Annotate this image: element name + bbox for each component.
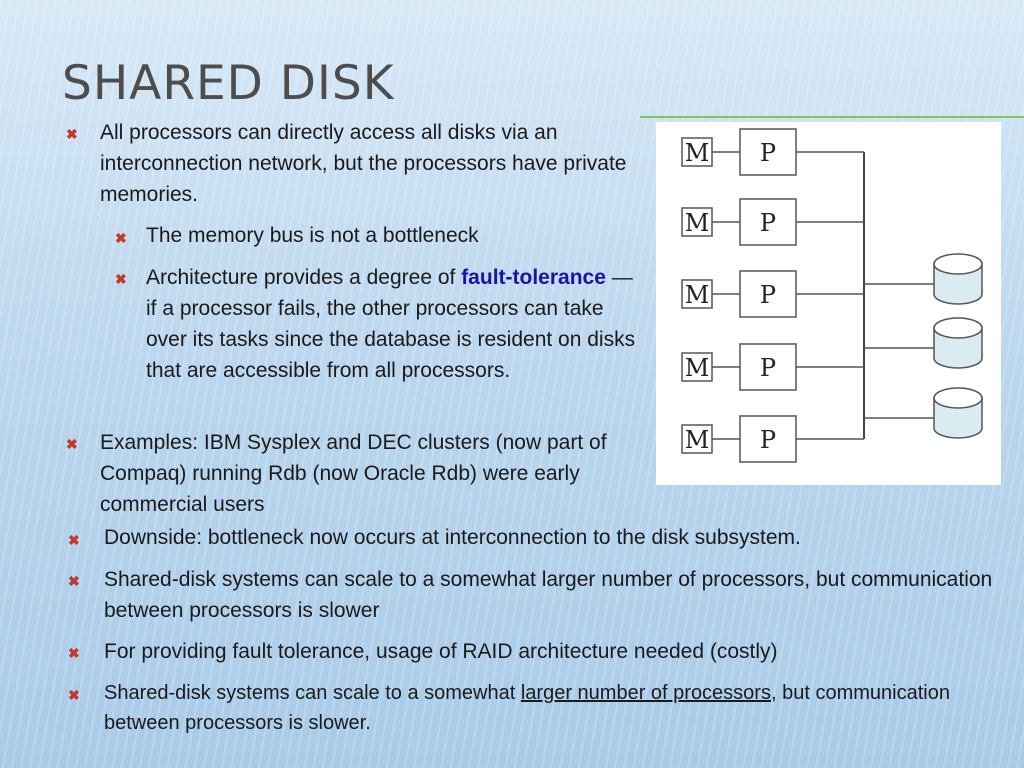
disk-body	[933, 263, 983, 305]
processor-box	[739, 198, 797, 246]
sub-bullet-item: Architecture provides a degree of fault-…	[146, 262, 646, 386]
disk-body	[933, 397, 983, 439]
memory-box	[681, 137, 713, 167]
x-mark-icon: ✖	[115, 230, 127, 246]
memory-label: M	[685, 139, 710, 167]
disk-body	[933, 327, 983, 369]
slide-title: Shared Disk	[62, 56, 395, 111]
bullet-item: All processors can directly access all d…	[100, 117, 640, 210]
bullet-text: The memory bus is not a bottleneck	[146, 224, 479, 247]
x-mark-icon: ✖	[66, 126, 78, 142]
title-accent-rule	[640, 116, 1024, 118]
x-mark-icon: ✖	[68, 687, 80, 703]
bullet-text-after: , but communication between processors i…	[104, 682, 950, 734]
memory-label: M	[685, 426, 710, 454]
x-mark-icon: ✖	[68, 645, 80, 661]
memory-label: M	[685, 209, 710, 237]
shared-disk-diagram: M P M P M P M P M P	[656, 122, 1001, 485]
x-mark-icon: ✖	[68, 532, 80, 548]
bullet-item: Downside: bottleneck now occurs at inter…	[104, 522, 1004, 553]
bullet-text: For providing fault tolerance, usage of …	[104, 640, 778, 663]
disk-top	[933, 317, 983, 339]
processor-label: P	[760, 281, 776, 309]
bullet-text-after: — if a processor fails, the other proces…	[146, 266, 636, 382]
bullet-item: Shared-disk systems can scale to a somew…	[104, 564, 1004, 626]
bullet-text: Downside: bottleneck now occurs at inter…	[104, 526, 801, 549]
bullet-item: For providing fault tolerance, usage of …	[104, 636, 1004, 667]
sub-bullet-item: The memory bus is not a bottleneck	[146, 220, 646, 251]
memory-label: M	[685, 354, 710, 382]
x-mark-icon: ✖	[66, 436, 78, 452]
processor-box	[739, 270, 797, 318]
bullet-item: Examples: IBM Sysplex and DEC clusters (…	[100, 427, 650, 520]
diagram-canvas: M P M P M P M P M P	[681, 128, 983, 463]
bullet-item: Shared-disk systems can scale to a somew…	[104, 678, 984, 738]
disk-top	[933, 387, 983, 409]
memory-box	[681, 352, 713, 382]
bullet-text-before: Shared-disk systems can scale to a somew…	[104, 682, 521, 704]
processor-label: P	[760, 209, 776, 237]
processor-label: P	[760, 139, 776, 167]
processor-box	[739, 343, 797, 391]
fault-tolerance-highlight: fault-tolerance	[461, 266, 606, 289]
memory-label: M	[685, 281, 710, 309]
bullet-text: All processors can directly access all d…	[100, 121, 627, 206]
processor-label: P	[760, 354, 776, 382]
bullet-text-before: Architecture provides a degree of	[146, 266, 462, 289]
bullet-text: Shared-disk systems can scale to a somew…	[104, 568, 993, 622]
underlined-phrase: larger number of processors	[520, 682, 771, 704]
disk-top	[933, 253, 983, 275]
memory-box	[681, 279, 713, 309]
x-mark-icon: ✖	[68, 573, 80, 589]
processor-box	[739, 128, 797, 176]
x-mark-icon: ✖	[115, 271, 127, 287]
processor-label: P	[760, 426, 776, 454]
bullet-text: Examples: IBM Sysplex and DEC clusters (…	[100, 431, 607, 516]
